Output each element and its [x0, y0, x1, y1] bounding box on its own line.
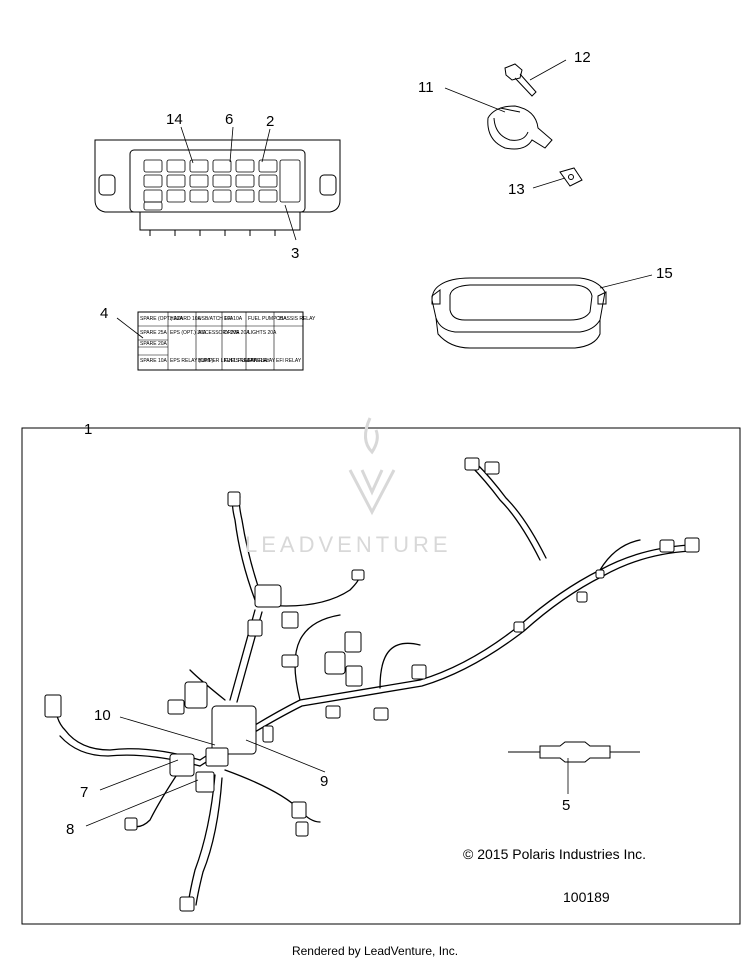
- callout-3: 3: [291, 245, 299, 262]
- label-card-cell: LIGHTS 20A: [248, 330, 277, 336]
- callout-13: 13: [508, 181, 525, 198]
- callout-15: 15: [656, 265, 673, 282]
- callout-12: 12: [574, 49, 591, 66]
- label-card-cell: EPS RELAY (OPT.): [170, 358, 213, 364]
- callout-6: 6: [225, 111, 233, 128]
- label-card-cell: DRIVE 20A: [224, 330, 250, 336]
- callout-2: 2: [266, 113, 274, 130]
- nut: [559, 167, 583, 187]
- footer-credit: Rendered by LeadVenture, Inc.: [291, 944, 459, 958]
- callout-7: 7: [80, 784, 88, 801]
- label-card-cell: FUEL PUMP RELAY: [224, 358, 270, 364]
- label-card-cell: EPS (OPT.) 30A: [170, 330, 207, 336]
- leadventure-logo-icon: [348, 417, 396, 516]
- label-card-cell: SPARE 25A: [140, 330, 168, 336]
- callout-1: 1: [84, 421, 92, 438]
- wiring-harness: [54, 462, 691, 906]
- label-card-cell: BUMPER LIGHTS RELAY: [198, 358, 257, 364]
- drawing-number: 100189: [563, 889, 610, 905]
- harness-connectors: [44, 457, 700, 912]
- label-card-cell: CHASSIS RELAY: [276, 316, 316, 322]
- label-card-cell: USB/ATCH 10A: [198, 316, 234, 322]
- label-card-cell: FAN RELAY: [248, 358, 276, 364]
- label-card-cell: SPARE 10A: [140, 358, 168, 364]
- hose-clamp: [487, 105, 553, 150]
- callout-8: 8: [66, 821, 74, 838]
- label-card-cell: FUEL PUMP 15A: [248, 316, 287, 322]
- callout-5: 5: [562, 797, 570, 814]
- callout-14: 14: [166, 111, 183, 128]
- fuse-box: [94, 139, 341, 236]
- watermark-text: LEADVENTURE: [245, 532, 452, 557]
- copyright-text: © 2015 Polaris Industries Inc.: [463, 846, 647, 862]
- leader-lines: [85, 59, 653, 827]
- label-card-cell: SPARE (OPT.) 20A: [140, 316, 183, 322]
- label-card-cell: EFI 10A: [224, 316, 243, 322]
- label-card-cell: EFI RELAY: [276, 358, 302, 364]
- harness-frame: [21, 427, 741, 925]
- label-card-cell: HAZARD 10A: [170, 316, 202, 322]
- label-card-cell: ACCESSORY 20A: [198, 330, 240, 336]
- callout-9: 9: [320, 773, 328, 790]
- callout-4: 4: [100, 305, 108, 322]
- fuse-box-cover: [431, 277, 607, 349]
- label-card-cell: SPARE 20A: [140, 341, 168, 347]
- callout-10: 10: [94, 707, 111, 724]
- callout-11: 11: [418, 79, 434, 96]
- inline-fuse-holder: [508, 741, 640, 763]
- bolt: [504, 63, 537, 97]
